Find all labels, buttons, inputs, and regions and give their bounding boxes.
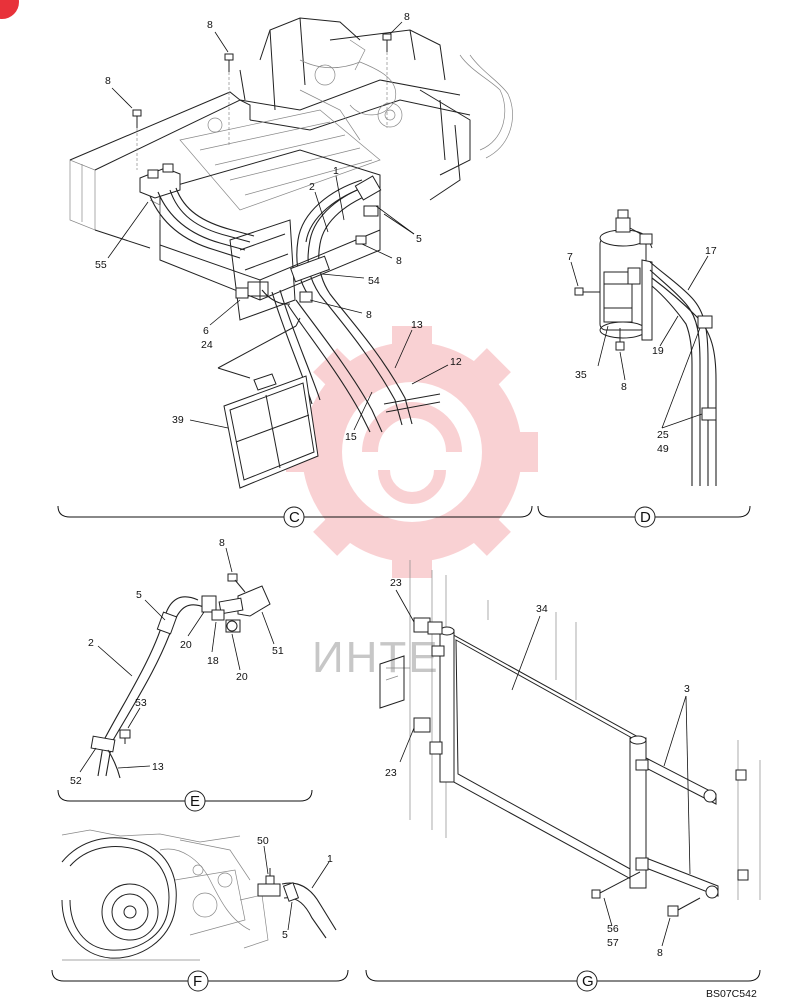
hoses-17-19	[649, 261, 717, 486]
callout-c-54: 54	[368, 275, 380, 287]
callout-d-49: 49	[657, 443, 669, 455]
callout-e-53: 53	[135, 697, 147, 709]
callout-g-57: 57	[607, 937, 619, 949]
callout-g-34: 34	[536, 603, 548, 615]
callout-d-8: 8	[621, 381, 627, 393]
view-f-compressor: 50 1 5 F	[51, 829, 349, 992]
callout-e-52: 52	[70, 775, 82, 787]
bolt-8-d	[615, 328, 626, 381]
callout-e-13: 13	[152, 761, 164, 773]
bracket-51	[201, 585, 271, 633]
hose-1-f	[281, 882, 337, 939]
callout-c-5: 5	[416, 233, 422, 245]
callout-d-7: 7	[567, 251, 573, 263]
callout-c-2: 2	[309, 181, 315, 193]
callout-g-56: 56	[607, 923, 619, 935]
callout-d-19: 19	[652, 345, 664, 357]
callout-c-39: 39	[172, 414, 184, 426]
callout-e-8: 8	[219, 537, 225, 549]
callout-f-5: 5	[282, 929, 288, 941]
watermark	[286, 326, 538, 578]
hoses-1-2-13-15	[235, 175, 441, 433]
receiver-dryer-35	[599, 209, 653, 341]
callout-d-17: 17	[705, 245, 717, 257]
callout-d-25: 25	[657, 429, 669, 441]
bolt-8-e	[225, 547, 246, 593]
callout-g-23b: 23	[385, 767, 397, 779]
drawing-code: BS07C542	[706, 988, 757, 1000]
callout-c-55: 55	[95, 259, 107, 271]
callout-e-5: 5	[136, 589, 142, 601]
callout-c-12: 12	[450, 356, 462, 368]
callout-c-1: 1	[333, 165, 339, 177]
callout-c-8a: 8	[105, 75, 111, 87]
view-d-receiver-dryer: 7 17 19 35 8 25 49 D	[537, 209, 751, 528]
callout-c-8d: 8	[396, 255, 402, 267]
hose-2-e	[90, 596, 207, 779]
bolt-53	[119, 707, 141, 744]
bolt-8-left	[111, 87, 142, 170]
section-label-f: F	[193, 973, 202, 990]
callout-f-50: 50	[257, 835, 269, 847]
section-label-d: D	[640, 509, 651, 526]
expansion-valve-55	[139, 163, 255, 259]
callout-c-8c: 8	[404, 11, 410, 23]
callout-d-35: 35	[575, 369, 587, 381]
corner-badge	[0, 0, 19, 19]
air-filter-39	[217, 317, 319, 489]
bracket-g	[365, 969, 761, 982]
mount-brackets-3	[635, 757, 749, 899]
callout-c-8e: 8	[366, 309, 372, 321]
section-label-e: E	[190, 793, 200, 810]
bolt-7	[570, 261, 600, 296]
callout-e-51: 51	[272, 645, 284, 657]
callout-c-24: 24	[201, 339, 213, 351]
callout-g-8: 8	[657, 947, 663, 959]
condenser-34	[439, 626, 647, 889]
bolt-8-right	[382, 21, 403, 128]
callout-e-20b: 20	[236, 671, 248, 683]
section-label-c: C	[289, 509, 300, 526]
section-label-g: G	[582, 973, 594, 990]
bolt-8-middle	[214, 31, 234, 145]
callout-c-13: 13	[411, 319, 423, 331]
callout-e-2: 2	[88, 637, 94, 649]
view-e-hose-connection: 8 5 20 18 20 51 2 53 52 13 E	[57, 537, 313, 812]
view-c-hvac-unit: 8 8 8 55 2 1 5 8 54 6 24 8 13 12 39 15 C	[57, 11, 533, 528]
callout-c-15: 15	[345, 431, 357, 443]
callout-e-18: 18	[207, 655, 219, 667]
view-g-condenser: 23 34 3 23 56 57 8 G	[365, 560, 761, 992]
bolt-8-g	[661, 897, 701, 947]
fitting-50	[257, 845, 281, 897]
callout-f-1: 1	[327, 853, 333, 865]
callout-c-8b: 8	[207, 19, 213, 31]
callout-c-6: 6	[203, 325, 209, 337]
callout-e-20a: 20	[180, 639, 192, 651]
watermark-gear	[286, 326, 538, 578]
callout-g-3: 3	[684, 683, 690, 695]
callout-g-23a: 23	[390, 577, 402, 589]
bolt-56-57	[591, 871, 641, 927]
rubber-mounts-23	[413, 617, 445, 755]
